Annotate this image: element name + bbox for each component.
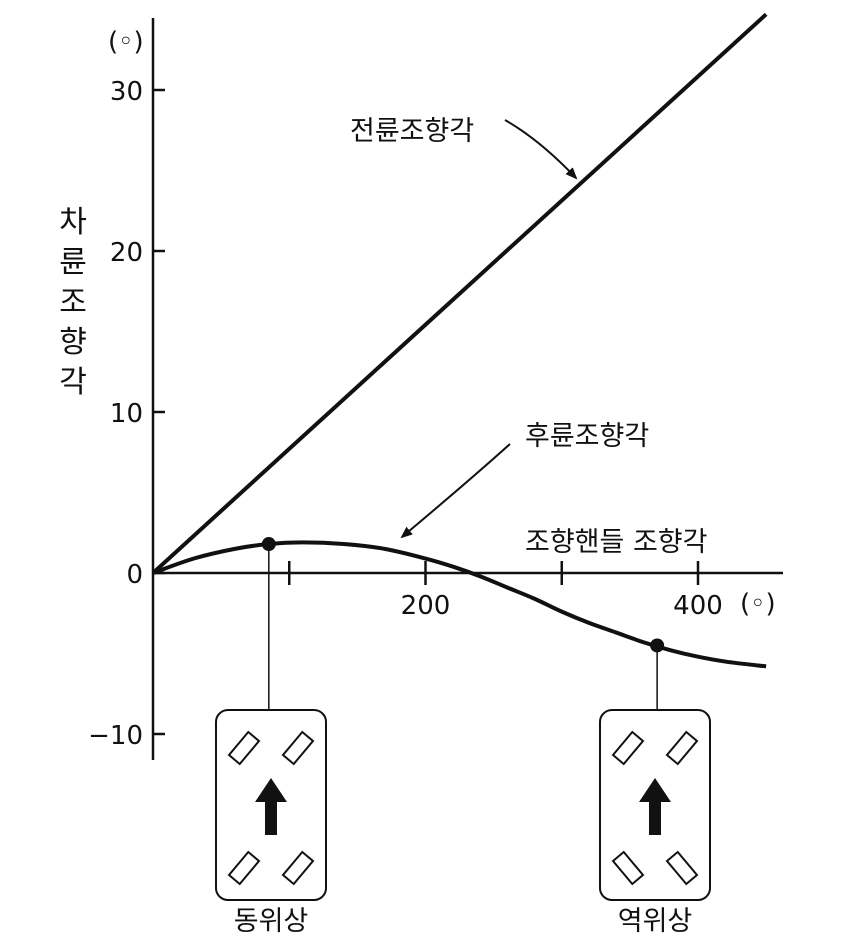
x-tick-label: 400 — [673, 591, 723, 621]
front-right-wheel-icon — [665, 730, 699, 766]
y-axis-label-char: 조 — [59, 285, 87, 320]
x-axis-label: 조향핸들 조향각 — [525, 527, 707, 558]
rear-wheel-label: 후륜조향각 — [525, 421, 649, 452]
front-wheel-label: 전륜조향각 — [350, 116, 474, 147]
rear-wheel-arrow — [400, 443, 511, 539]
front-wheel-arrow — [504, 119, 578, 180]
marker-dot — [261, 537, 276, 552]
marker-dot — [650, 638, 665, 653]
y-axis-label-char: 향 — [59, 325, 87, 360]
y-axis-label-char: 차 — [59, 205, 87, 240]
rear-left-wheel-icon — [611, 850, 645, 886]
forward-arrow-icon — [639, 778, 671, 835]
x-tick-label: 200 — [401, 591, 451, 621]
x-unit-label: (◦) — [740, 589, 776, 619]
in-phase-vehicle-diagram — [215, 709, 327, 901]
y-tick-label: 0 — [126, 560, 143, 590]
front-left-wheel-icon — [611, 730, 645, 766]
y-unit-label: (◦) — [108, 27, 144, 57]
marker-label-opposite-phase: 역위상 — [618, 906, 693, 937]
y-axis-label-char: 륜 — [59, 245, 87, 280]
vehicle-body-icon — [599, 709, 711, 901]
y-tick-label: 20 — [110, 238, 143, 268]
rear-right-wheel-icon — [665, 850, 699, 886]
vehicle-body-icon — [215, 709, 327, 901]
y-tick-label: 30 — [110, 77, 143, 107]
x-ticks: 200 400 — [288, 561, 723, 621]
rear-right-wheel-icon — [281, 850, 315, 886]
y-axis-label-char: 각 — [59, 365, 87, 400]
rear-left-wheel-icon — [227, 850, 261, 886]
front-right-wheel-icon — [281, 730, 315, 766]
opposite-phase-vehicle-diagram — [599, 709, 711, 901]
y-tick-label: 10 — [110, 399, 143, 429]
forward-arrow-icon — [255, 778, 287, 835]
y-tick-label: −10 — [88, 721, 143, 751]
marker-label-in-phase: 동위상 — [234, 906, 309, 937]
front-left-wheel-icon — [227, 730, 261, 766]
y-axis-label: 차 륜 조 향 각 — [59, 205, 87, 400]
y-ticks: −10 0 10 20 30 — [88, 77, 165, 751]
front-wheel-line — [151, 12, 768, 575]
